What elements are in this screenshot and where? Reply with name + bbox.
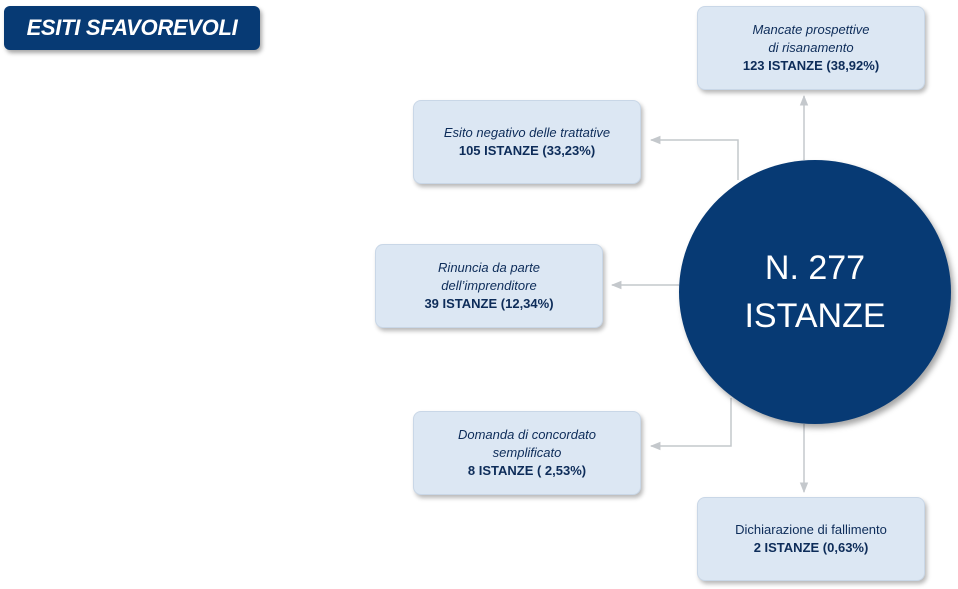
connector-domanda <box>649 398 732 451</box>
total-label: ISTANZE <box>744 297 886 335</box>
outcome-description: Dichiarazione di fallimento <box>735 522 887 537</box>
connector-esito <box>649 135 739 180</box>
outcome-description: Esito negativo delle trattative <box>443 125 611 140</box>
outcome-description: Rinuncia da parte dell’imprenditore <box>438 260 540 293</box>
outcome-box-mancate-prospettive: Mancate prospettive di risanamento 123 I… <box>697 6 925 90</box>
total-istanze-circle: N. 277 ISTANZE <box>679 160 951 424</box>
outcome-count: 8 ISTANZE ( 2,53%) <box>467 463 587 478</box>
outcome-count: 39 ISTANZE (12,34%) <box>424 296 554 311</box>
outcome-box-esito-negativo: Esito negativo delle trattative 105 ISTA… <box>413 100 641 184</box>
outcome-box-domanda-concordato: Domanda di concordato semplificato 8 IST… <box>413 411 641 495</box>
outcome-description: Mancate prospettive di risanamento <box>752 22 870 55</box>
outcome-count: 2 ISTANZE (0,63%) <box>753 540 869 555</box>
outcome-count: 123 ISTANZE (38,92%) <box>742 58 880 73</box>
outcome-box-rinuncia: Rinuncia da parte dell’imprenditore 39 I… <box>375 244 603 328</box>
page-title: ESITI SFAVOREVOLI <box>4 6 260 50</box>
outcome-box-dichiarazione-fallimento: Dichiarazione di fallimento 2 ISTANZE (0… <box>697 497 925 581</box>
total-count: N. 277 <box>764 249 866 287</box>
outcome-count: 105 ISTANZE (33,23%) <box>458 143 596 158</box>
outcome-description: Domanda di concordato semplificato <box>457 427 597 460</box>
